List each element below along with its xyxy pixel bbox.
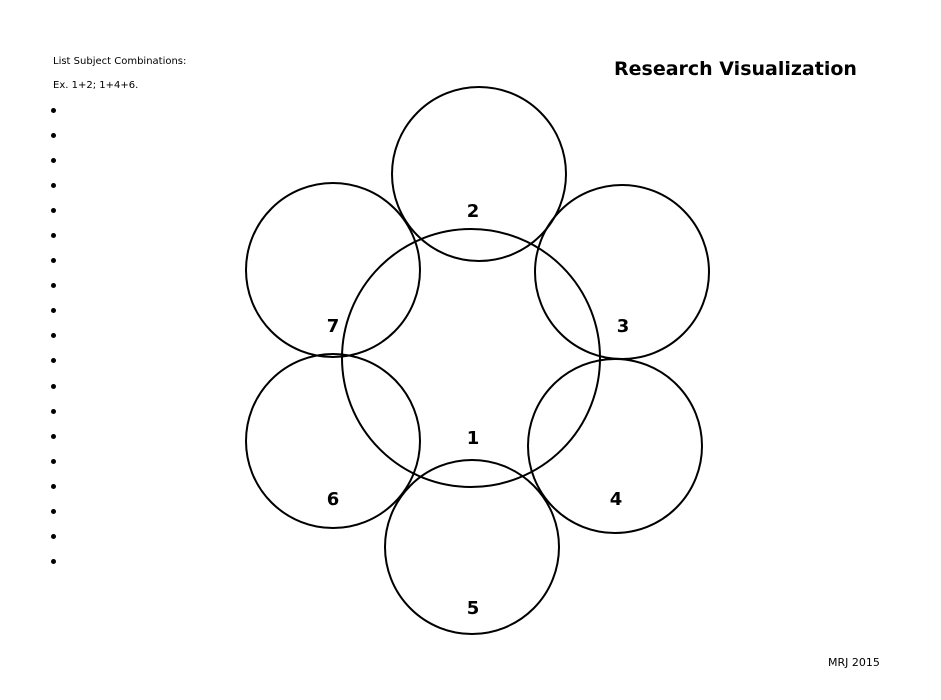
circle-4	[527, 358, 703, 534]
footer-credit: MRJ 2015	[828, 656, 880, 669]
circle-7	[245, 182, 421, 358]
circle-label-2: 2	[467, 201, 480, 222]
instructions-text: List Subject Combinations:	[53, 56, 187, 67]
circle-6	[245, 353, 421, 529]
circle-label-6: 6	[327, 489, 340, 510]
circle-label-5: 5	[467, 598, 480, 619]
circle-label-1: 1	[467, 428, 480, 449]
example-text: Ex. 1+2; 1+4+6.	[53, 80, 139, 91]
circle-5	[384, 459, 560, 635]
circle-2	[391, 86, 567, 262]
circle-1	[341, 228, 601, 488]
circle-label-4: 4	[610, 489, 623, 510]
page-title: Research Visualization	[614, 58, 857, 80]
circle-label-7: 7	[327, 316, 340, 337]
circle-label-3: 3	[617, 316, 630, 337]
